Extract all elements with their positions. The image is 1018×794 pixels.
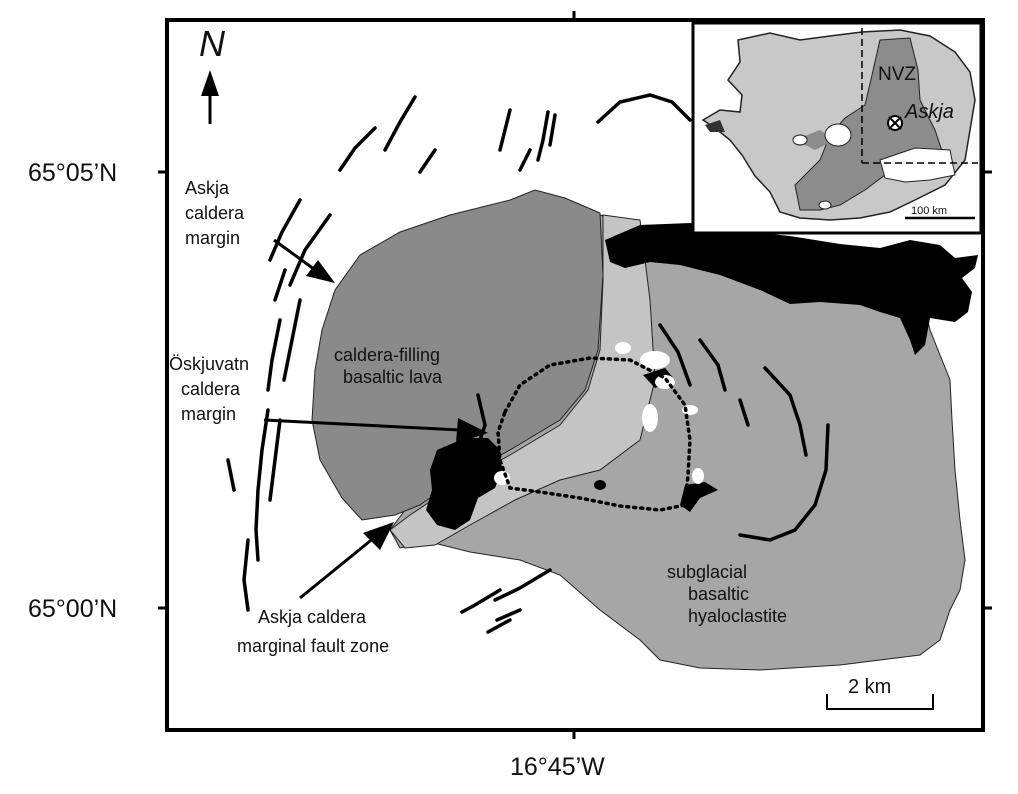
caldera-fill-area xyxy=(311,189,604,521)
lava-flow-west xyxy=(426,438,502,530)
white-patches xyxy=(615,342,704,484)
inset-askja-label: Askja xyxy=(904,101,954,123)
oskjuvatn-rim xyxy=(496,356,692,512)
caldera-filling-lava-label: caldera-filling basaltic lava xyxy=(334,345,445,387)
north-arrow xyxy=(201,70,219,124)
north-label: N xyxy=(199,23,226,64)
scale-bar xyxy=(826,694,934,710)
lon-label: 16°45’W xyxy=(510,753,605,781)
scale-bar-label: 2 km xyxy=(848,676,891,698)
inset-scale-label: 100 km xyxy=(911,205,947,217)
subglacial-hyaloclastite-label: subglacial basaltic hyaloclastite xyxy=(667,562,787,626)
coordinate-ticks xyxy=(158,11,992,739)
lat-bottom-label: 65°00’N xyxy=(28,595,117,623)
lava-flow-east xyxy=(605,223,978,355)
inset-map xyxy=(691,21,983,235)
fault-zone-area xyxy=(389,214,656,549)
inset-nvz-label: NVZ xyxy=(878,64,916,85)
askja-caldera-margin-label: Askja caldera margin xyxy=(185,178,249,248)
oskjuvatn-caldera-margin-label: Öskjuvatn caldera margin xyxy=(169,354,254,424)
marginal-fault-zone-label: Askja caldera marginal fault zone xyxy=(237,607,389,656)
lat-top-label: 65°05’N xyxy=(28,159,117,187)
faults xyxy=(226,93,830,634)
label-arrows xyxy=(263,238,488,600)
